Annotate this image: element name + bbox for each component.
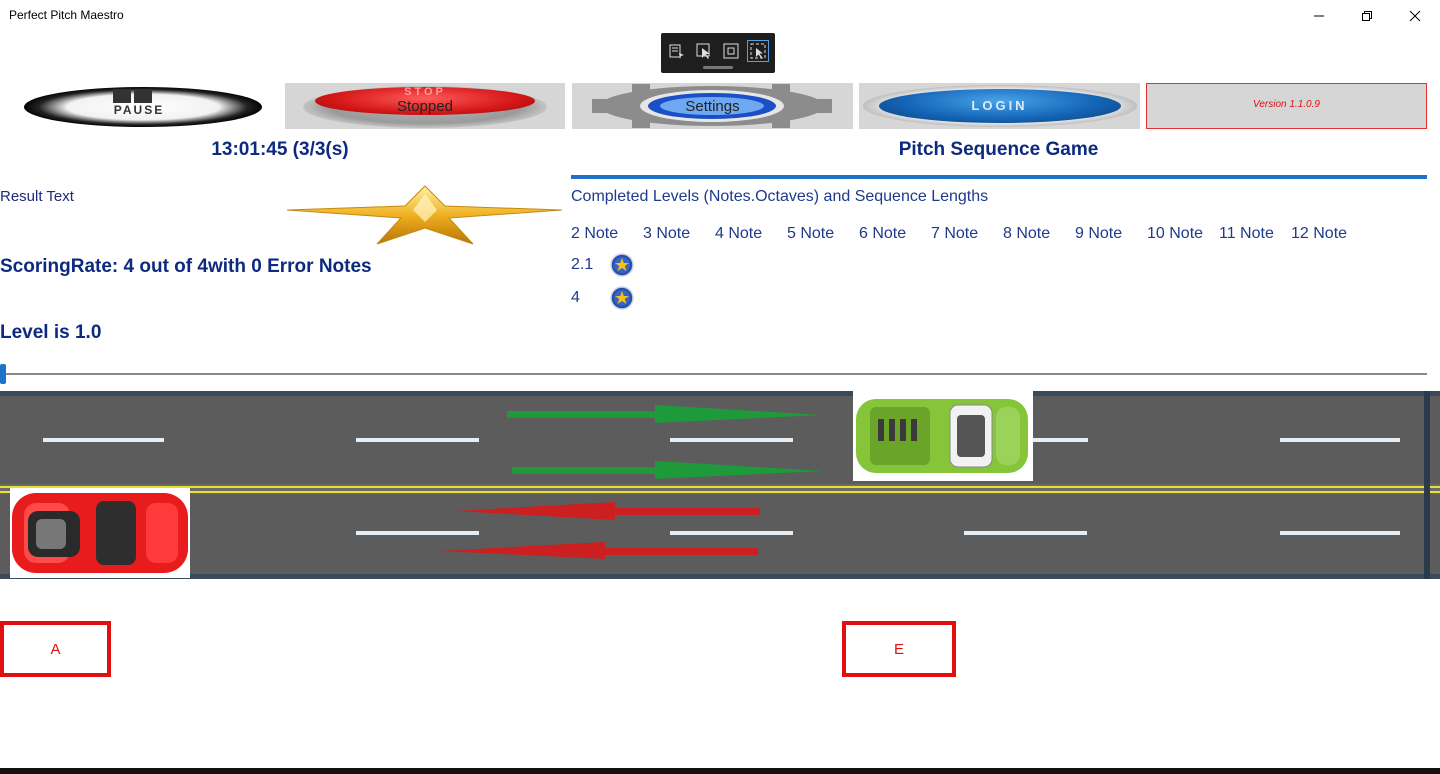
column-header: 8 Note xyxy=(1003,225,1051,242)
track-focus-button[interactable] xyxy=(747,40,769,62)
toolbar-grip[interactable] xyxy=(703,66,733,69)
column-header: 3 Note xyxy=(643,225,691,242)
completed-levels-title: Completed Levels (Notes.Octaves) and Seq… xyxy=(571,188,989,205)
live-tree-button[interactable] xyxy=(667,41,687,61)
red-arrows xyxy=(440,502,760,559)
lane-dashes-upper xyxy=(43,438,1400,442)
column-header: 5 Note xyxy=(787,225,835,242)
track-focus-icon xyxy=(750,43,766,59)
pause-icon xyxy=(113,89,131,103)
pause-icon-bar xyxy=(134,89,152,103)
select-tree-icon xyxy=(669,44,684,59)
level-row-label: 2.1 xyxy=(571,256,594,273)
restore-icon xyxy=(1362,11,1372,21)
debug-toolbar xyxy=(661,33,775,73)
column-header: 6 Note xyxy=(859,225,907,242)
layout-adorner-icon xyxy=(723,43,739,59)
minimize-button[interactable] xyxy=(1296,2,1342,30)
column-header: 7 Note xyxy=(931,225,979,242)
game-title: Pitch Sequence Game xyxy=(898,139,1099,160)
clock-label: 13:01:45 (3/3(s) xyxy=(211,139,349,160)
column-header: 12 Note xyxy=(1291,225,1348,242)
column-header: 9 Note xyxy=(1075,225,1123,242)
pause-button[interactable]: PAUSE xyxy=(0,83,278,129)
level-label: Level is 1.0 xyxy=(0,322,102,343)
stop-button-face xyxy=(315,87,535,115)
level-row-label: 4 xyxy=(571,289,580,306)
login-label: LOGIN xyxy=(971,98,1028,113)
settings-label: Settings xyxy=(685,98,740,115)
taskbar-edge xyxy=(0,768,1440,774)
stop-face-label: STOP xyxy=(404,86,446,98)
close-button[interactable] xyxy=(1392,2,1438,30)
version-label: Version 1.1.0.9 xyxy=(1253,99,1320,110)
restore-button[interactable] xyxy=(1344,2,1390,30)
close-icon xyxy=(1409,10,1421,22)
display-layout-button[interactable] xyxy=(721,41,741,61)
result-text: Result Text xyxy=(0,188,74,205)
green-arrows xyxy=(507,405,824,479)
select-element-button[interactable] xyxy=(694,41,714,61)
column-header: 2 Note xyxy=(571,225,619,242)
scoring-rate: ScoringRate: 4 out of 4with 0 Error Note… xyxy=(0,256,372,277)
cursor-select-icon xyxy=(696,43,710,59)
gear-icon xyxy=(592,84,832,128)
window-title: Perfect Pitch Maestro xyxy=(9,8,124,22)
version-box: Version 1.1.0.9 xyxy=(1146,83,1427,129)
lane-dashes-lower xyxy=(356,531,1400,535)
red-car-icon xyxy=(10,488,190,578)
answer-box-right[interactable]: E xyxy=(842,621,956,677)
road-scene xyxy=(0,391,1440,579)
title-underline xyxy=(571,175,1427,179)
column-header: 11 Note xyxy=(1219,225,1274,242)
pause-label: PAUSE xyxy=(113,103,165,117)
green-car-icon xyxy=(853,391,1033,481)
gold-star-icon xyxy=(287,185,563,245)
minimize-icon xyxy=(1314,15,1324,17)
star-medal-icon xyxy=(610,253,634,277)
star-medal-icon xyxy=(610,286,634,310)
stop-button[interactable]: STOP Stopped xyxy=(285,83,565,129)
column-header: 4 Note xyxy=(715,225,763,242)
progress-slider-thumb[interactable] xyxy=(0,364,6,384)
login-button[interactable]: LOGIN xyxy=(859,83,1140,129)
progress-slider-track[interactable] xyxy=(0,373,1427,375)
login-button-face xyxy=(879,89,1121,123)
stop-status-label: Stopped xyxy=(397,98,453,115)
column-header: 10 Note xyxy=(1147,225,1204,242)
settings-button[interactable]: Settings xyxy=(572,83,853,129)
answer-box-left[interactable]: A xyxy=(0,621,111,677)
